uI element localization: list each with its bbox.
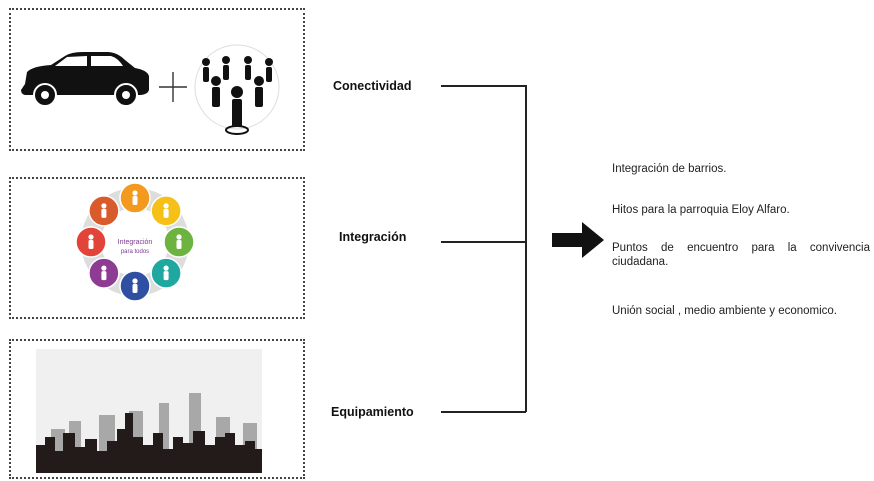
person-icon	[132, 190, 138, 205]
person-icon	[163, 203, 169, 218]
outcome-1: Integración de barrios.	[612, 163, 727, 175]
plus-icon	[159, 72, 187, 102]
label-integracion: Integración	[339, 230, 407, 244]
label-conectividad: Conectividad	[333, 79, 412, 93]
skyline-front	[36, 413, 262, 473]
connector-bottom	[441, 411, 526, 413]
connector-middle	[441, 241, 526, 243]
bracket-vertical	[525, 85, 527, 412]
arrow-right-icon	[552, 222, 604, 258]
integration-circle-icon: Integración para todos	[75, 182, 195, 302]
person-icon	[101, 203, 107, 218]
people-group-icon	[194, 44, 280, 135]
person-icon	[132, 278, 138, 293]
car-people-illustration	[21, 44, 280, 135]
connector-top	[441, 85, 526, 87]
outcome-4: Unión social , medio ambiente y economic…	[612, 305, 838, 317]
car-icon	[21, 52, 149, 107]
circle-center-line-2: para todos	[121, 249, 149, 255]
label-equipamiento: Equipamiento	[331, 405, 414, 419]
person-icon	[101, 265, 107, 281]
person-icon	[163, 265, 169, 281]
person-icon	[176, 234, 182, 249]
outcome-2: Hitos para la parroquia Eloy Alfaro.	[612, 204, 790, 216]
city-skyline-icon	[36, 349, 262, 473]
person-icon	[88, 234, 94, 249]
equipamiento-panel	[9, 339, 305, 479]
outcome-3: Puntos de encuentro para la convivencia …	[612, 242, 870, 268]
conectividad-panel	[9, 8, 305, 151]
integracion-panel: Integración para todos	[9, 177, 305, 319]
circle-center-line-1: Integración	[118, 239, 153, 246]
